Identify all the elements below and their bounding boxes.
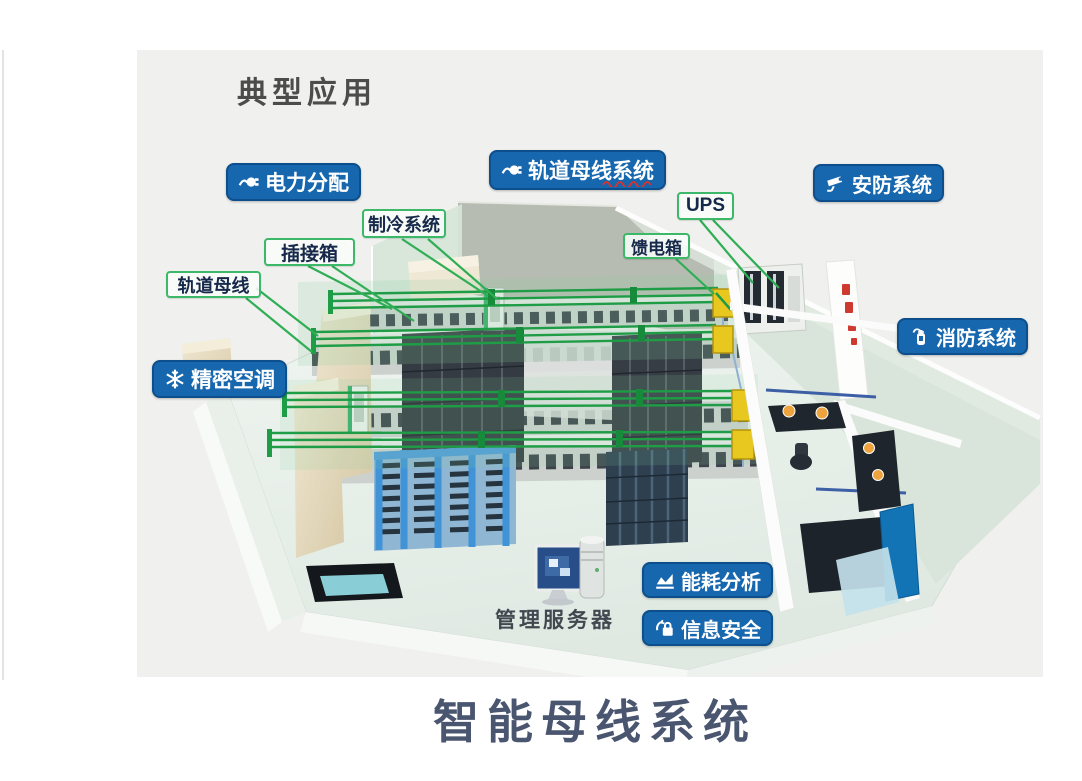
label-fire-system: 消防系统 — [897, 318, 1028, 355]
label-energy-analysis: 能耗分析 — [642, 562, 773, 598]
red-squiggle-underline — [602, 181, 652, 187]
label-text: 信息安全 — [681, 619, 761, 642]
label-precision-ac: 精密空调 — [152, 360, 287, 398]
busbar-track — [311, 323, 717, 354]
callout-plug-box: 插接箱 — [264, 238, 355, 266]
busbar-track — [282, 389, 734, 417]
left-edge-divider — [2, 50, 4, 680]
label-text: 能耗分析 — [681, 571, 761, 594]
callout-track-busbar: 轨道母线 — [166, 271, 261, 298]
plug-icon — [501, 159, 523, 181]
label-busbar-system: 轨道母线系统 — [489, 150, 666, 190]
server-tower — [579, 537, 605, 599]
busbar-track — [328, 286, 719, 314]
desk-lamp — [782, 404, 796, 418]
label-text: 消防系统 — [936, 328, 1016, 350]
label-info-security: 信息安全 — [642, 610, 773, 646]
diagram-area: 典型应用 电力分配 轨道母线系统 安防系统 — [137, 50, 1043, 677]
floor-hatch — [306, 563, 403, 602]
callout-text: 插接箱 — [280, 243, 338, 265]
callout-feeder-box: 馈电箱 — [623, 233, 690, 259]
label-management-server: 管理服务器 — [495, 609, 615, 632]
busbar-track — [267, 429, 734, 457]
label-text: 轨道母线系统 — [528, 160, 654, 183]
callout-text: UPS — [685, 195, 726, 216]
label-security-system: 安防系统 — [813, 164, 944, 202]
image-caption: 智能母线系统 — [433, 696, 757, 748]
chart-icon — [654, 569, 676, 591]
callout-text: 馈电箱 — [631, 238, 682, 258]
desk-lamp — [872, 469, 884, 481]
label-text: 安防系统 — [852, 174, 932, 197]
callout-leader-lines — [245, 219, 780, 353]
management-server-hardware — [534, 536, 605, 606]
feeder-box-unit — [712, 325, 734, 354]
snowflake-icon — [164, 368, 186, 390]
label-text: 电力分配 — [265, 172, 349, 195]
callout-text: 轨道母线 — [177, 275, 250, 296]
office-desk — [768, 402, 846, 432]
sync-lock-icon — [654, 617, 676, 639]
navy-rack-block — [605, 448, 689, 546]
label-power-distribution: 电力分配 — [226, 163, 361, 201]
desk-lamp — [815, 406, 829, 420]
blue-rack-block — [374, 445, 516, 551]
callout-ups: UPS — [677, 192, 734, 220]
callout-text: 制冷系统 — [368, 214, 440, 235]
ups-units — [737, 263, 807, 335]
desk-lamp — [863, 442, 875, 454]
feeder-box-unit — [731, 429, 755, 460]
extinguisher-icon — [909, 326, 931, 348]
plug-icon — [238, 171, 260, 193]
inrow-cooling-units — [347, 287, 505, 433]
office-area — [725, 267, 962, 616]
camera-icon — [825, 172, 847, 194]
office-chair — [795, 443, 808, 458]
page-title: 典型应用 — [237, 77, 377, 110]
datacenter-illustration — [182, 201, 1042, 677]
label-text: 精密空调 — [191, 369, 275, 392]
callout-cooling-system: 制冷系统 — [362, 209, 446, 238]
busbar-tracks — [267, 286, 734, 457]
